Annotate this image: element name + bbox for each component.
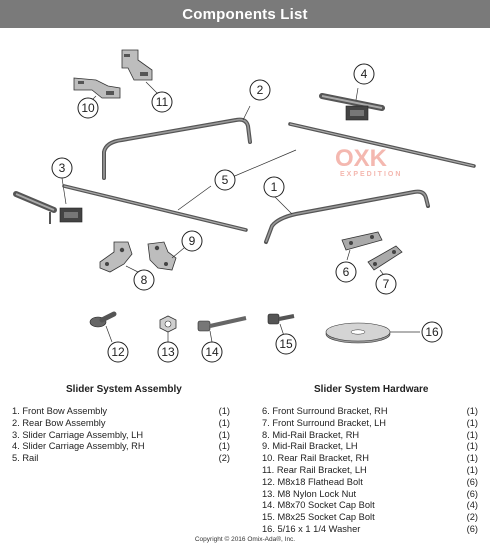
slider-carriage-rh [319,93,385,121]
callout-16: 16 [421,321,443,343]
callout-6: 6 [335,261,357,283]
svg-text:14: 14 [205,345,219,359]
callout-14: 14 [201,341,223,363]
svg-text:11: 11 [156,95,169,109]
list-item: 7. Front Surround Bracket, LH(1) [262,417,478,428]
rail-lower [62,184,248,232]
list-item: 13. M8 Nylon Lock Nut(6) [262,488,478,499]
callout-11: 11 [151,91,173,113]
callout-7: 7 [375,273,397,295]
svg-text:4: 4 [361,67,368,81]
list-item: 4. Slider Carriage Assembly, RH(1) [12,441,230,452]
rear-rail-bracket-lh [121,49,153,81]
svg-text:8: 8 [141,273,148,287]
callout-3: 3 [51,157,73,179]
list-item: 1. Front Bow Assembly(1) [12,406,230,416]
front-surround-bracket-rh [341,231,383,251]
callout-4: 4 [353,63,375,85]
copyright-notice: Copyright © 2016 Omix-Ada®, Inc. [194,536,296,543]
svg-text:12: 12 [111,345,125,359]
list-item: 8. Mid-Rail Bracket, RH(1) [262,429,478,440]
socket-cap-bolt-m8x25 [267,313,295,325]
title-bar: Components List [0,0,490,28]
svg-text:2: 2 [257,83,264,97]
list-item: 2. Rear Bow Assembly(1) [12,417,230,428]
rail-upper [288,122,476,168]
list-item: 6. Front Surround Bracket, RH(1) [262,406,478,416]
list-item: 3. Slider Carriage Assembly, LH(1) [12,429,230,440]
watermark-tagline: EXPEDITION [340,171,402,178]
svg-text:3: 3 [59,161,66,175]
list-item: 10. Rear Rail Bracket, RH(1) [262,453,478,464]
svg-text:13: 13 [161,345,175,359]
watermark-brand: OXK [335,145,388,172]
hardware-heading: Slider System Hardware [314,384,429,395]
svg-text:16: 16 [425,325,439,339]
callout-1: 1 [263,176,285,198]
callout-10: 10 [77,97,99,119]
flathead-bolt [89,311,117,328]
svg-text:5: 5 [222,173,229,187]
svg-text:6: 6 [343,265,350,279]
list-item: 9. Mid-Rail Bracket, LH(1) [262,441,478,452]
svg-text:1: 1 [271,180,278,194]
mid-rail-bracket-lh [147,241,177,271]
slider-carriage-lh [13,191,83,224]
svg-text:7: 7 [383,277,390,291]
watermark-logo: OXK EXPEDITION [335,145,402,178]
callout-12: 12 [107,341,129,363]
parts-diagram: OXK EXPEDITION [13,49,476,363]
list-item: 11. Rear Rail Bracket, LH(1) [262,464,478,475]
callout-5: 5 [214,169,236,191]
list-item: 12. M8x18 Flathead Bolt(6) [262,476,478,487]
callout-15: 15 [275,333,297,355]
assembly-heading: Slider System Assembly [66,384,182,395]
assembly-list: 1. Front Bow Assembly(1) 2. Rear Bow Ass… [12,406,230,465]
list-item: 15. M8x25 Socket Cap Bolt(2) [262,512,478,523]
rear-bow-assembly [102,117,252,180]
list-item: 14. M8x70 Socket Cap Bolt(4) [262,500,478,511]
rear-rail-bracket-rh [73,77,121,99]
socket-cap-bolt-m8x70 [197,316,247,332]
callout-8: 8 [133,269,155,291]
svg-text:10: 10 [81,101,95,115]
callout-13: 13 [157,341,179,363]
front-surround-bracket-lh [367,245,403,271]
mid-rail-bracket-rh [99,241,133,273]
page-title: Components List [182,5,308,23]
lock-nut [159,315,177,333]
svg-text:9: 9 [189,234,196,248]
callout-2: 2 [249,79,271,101]
list-item: 16. 5/16 x 1 1/4 Washer(6) [262,523,478,534]
svg-text:15: 15 [279,337,293,351]
list-item: 5. Rail(2) [12,453,230,464]
front-bow-assembly [264,189,430,244]
hardware-list: 6. Front Surround Bracket, RH(1) 7. Fron… [262,406,478,536]
washer [325,322,391,344]
callout-9: 9 [181,230,203,252]
